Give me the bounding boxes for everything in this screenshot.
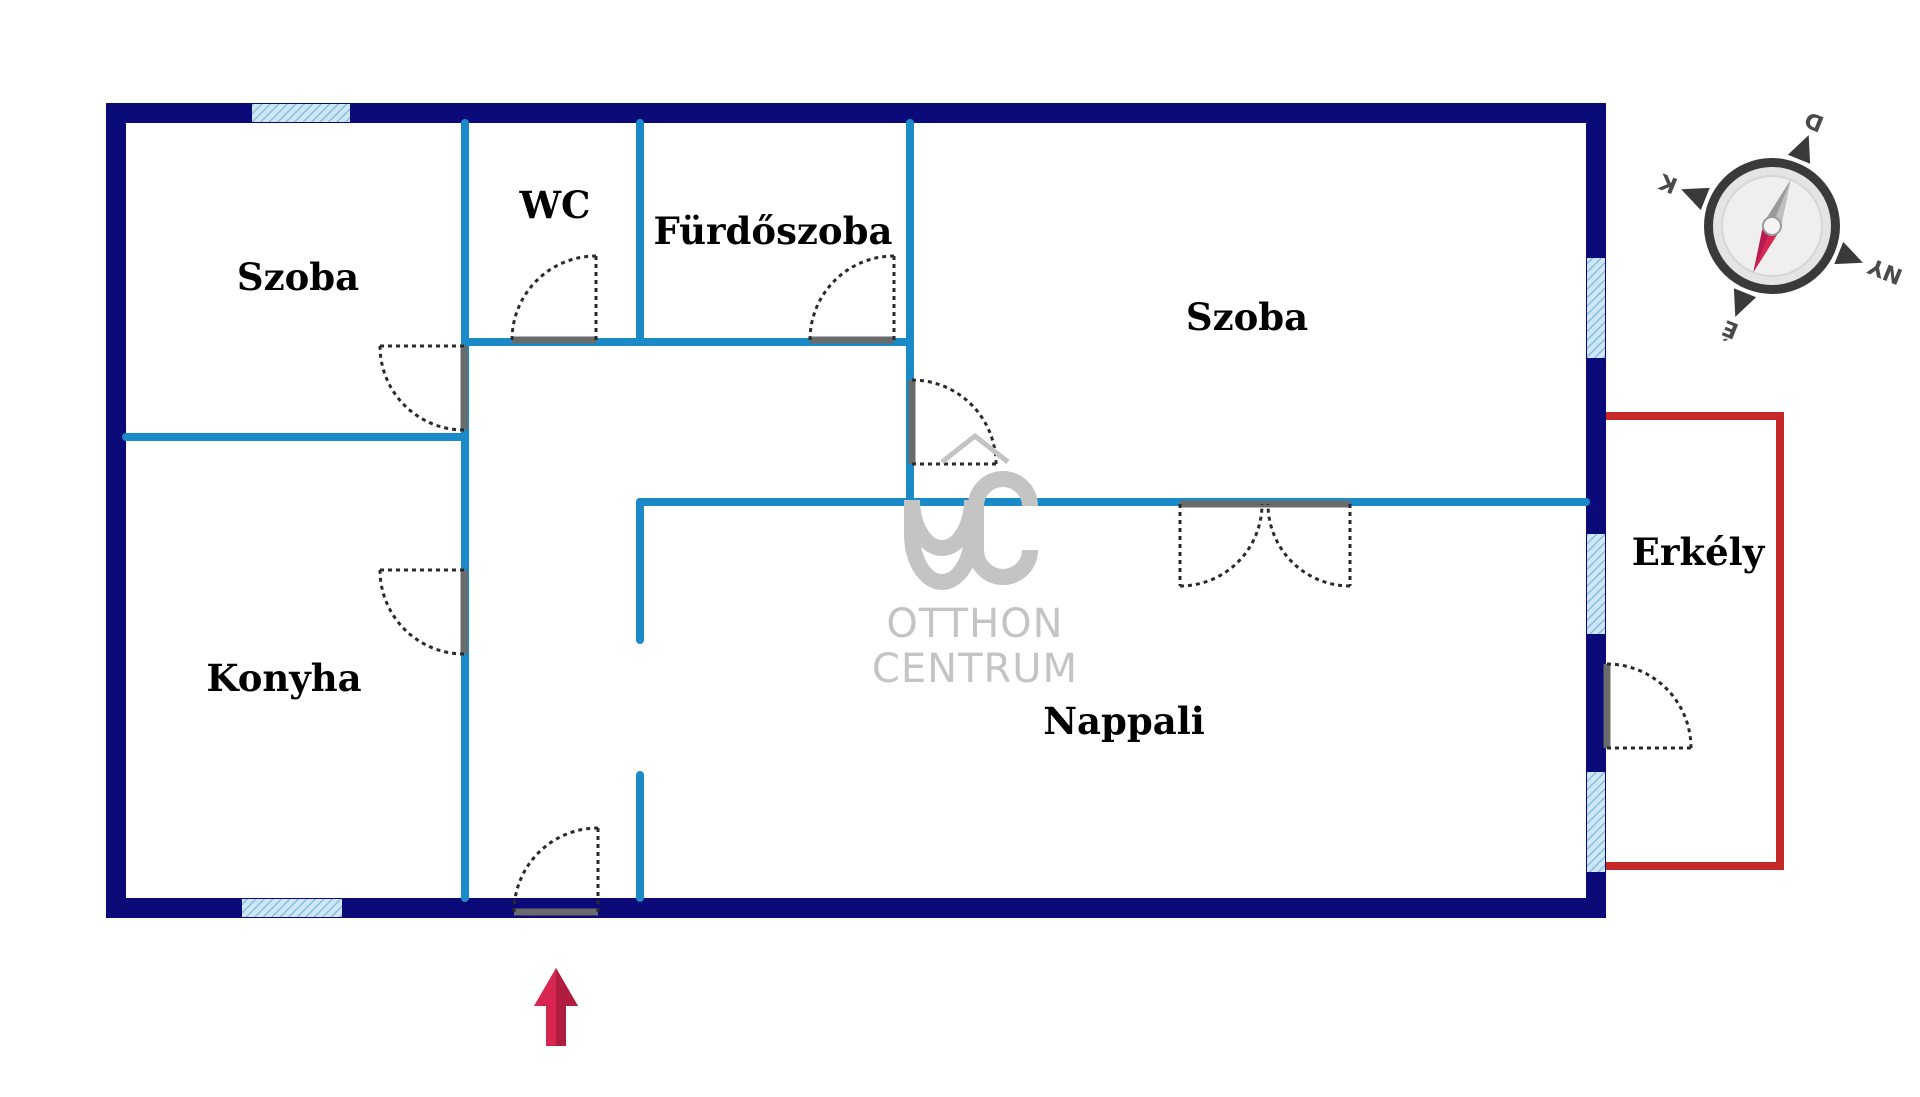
watermark-line1: OTTHON bbox=[886, 601, 1063, 647]
room-label-szoba-left: Szoba bbox=[237, 255, 359, 299]
room-label-nappali: Nappali bbox=[1043, 699, 1205, 743]
watermark-letter-c bbox=[968, 471, 1038, 585]
room-label-erkely: Erkély bbox=[1632, 530, 1766, 574]
watermark-line2: CENTRUM bbox=[872, 646, 1078, 692]
compass-south-label: D bbox=[1801, 106, 1827, 136]
door-room-left bbox=[378, 344, 468, 432]
room-label-szoba-right: Szoba bbox=[1186, 295, 1308, 339]
doors bbox=[378, 254, 1693, 916]
door-living-double bbox=[1178, 500, 1352, 588]
window-right-upper bbox=[1587, 258, 1605, 358]
door-wc bbox=[510, 254, 598, 344]
door-room-right bbox=[908, 378, 998, 466]
window-right-lower bbox=[1587, 772, 1605, 872]
watermark-letter-o bbox=[904, 499, 980, 590]
door-entrance bbox=[512, 826, 600, 916]
compass-icon: D É K NY bbox=[1655, 106, 1906, 344]
compass-east-label: K bbox=[1655, 168, 1681, 198]
window-bottom bbox=[242, 899, 342, 917]
compass-west-label: NY bbox=[1864, 252, 1906, 288]
room-label-furdoszoba: Fürdőszoba bbox=[654, 209, 893, 253]
watermark: OTTHON CENTRUM bbox=[872, 432, 1078, 692]
entrance-arrow-icon bbox=[534, 968, 578, 1046]
room-label-wc: WC bbox=[518, 183, 590, 227]
window-top bbox=[252, 104, 350, 122]
door-kitchen bbox=[378, 568, 468, 656]
door-balcony bbox=[1603, 662, 1693, 750]
balcony-outline bbox=[1606, 412, 1784, 870]
room-label-konyha: Konyha bbox=[206, 656, 361, 700]
compass-north-label: É bbox=[1719, 314, 1743, 344]
windows bbox=[242, 104, 1605, 917]
watermark-roof bbox=[940, 432, 1010, 464]
door-bathroom bbox=[808, 254, 896, 344]
room-labels: Szoba WC Fürdőszoba Szoba Konyha Nappali… bbox=[206, 183, 1765, 743]
inner-walls bbox=[122, 119, 1590, 902]
window-right-middle bbox=[1587, 534, 1605, 634]
